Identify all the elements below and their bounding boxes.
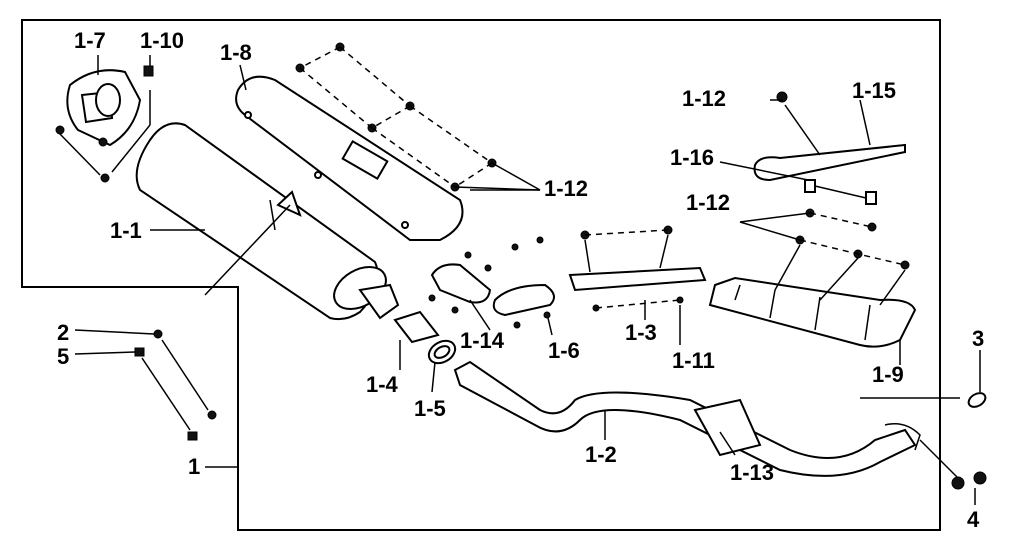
label-1-1: 1-1 (110, 218, 142, 243)
heat-shield-bolts (295, 42, 497, 192)
label-1-13: 1-13 (730, 460, 774, 485)
heat-shield-part-1-8 (235, 75, 464, 241)
leader-lines (74, 55, 981, 505)
label-1-11: 1-11 (672, 348, 715, 373)
label-1-12-b: 1-12 (682, 86, 726, 111)
washers-part-2-5 (134, 329, 217, 441)
label-2: 2 (57, 320, 69, 345)
label-1: 1 (188, 454, 200, 479)
bolts-part-1-16 (804, 179, 877, 205)
label-1-5: 1-5 (414, 396, 446, 421)
label-1-6: 1-6 (548, 338, 580, 363)
label-1-16: 1-16 (670, 145, 714, 170)
heat-guard-part-1-9 (708, 244, 917, 348)
label-4: 4 (967, 507, 980, 532)
label-1-3: 1-3 (625, 320, 657, 345)
bolt-part-1-10 (111, 65, 154, 173)
pipe-shield-part-1-3 (568, 225, 707, 312)
label-1-8: 1-8 (220, 40, 252, 65)
muffler-body-part (135, 122, 400, 321)
nuts-part-1-12 (795, 208, 910, 270)
label-1-2: 1-2 (585, 442, 617, 467)
sleeve-part-1-4 (393, 310, 440, 344)
label-1-12-a: 1-12 (544, 176, 588, 201)
label-5: 5 (57, 344, 69, 369)
label-1-10: 1-10 (140, 28, 184, 53)
gasket-part-1-5 (427, 339, 457, 365)
label-1-14: 1-14 (460, 328, 505, 353)
end-cap-part (55, 69, 142, 183)
diagram-frame (21, 19, 941, 531)
label-1-7: 1-7 (74, 28, 106, 53)
label-1-9: 1-9 (872, 362, 904, 387)
shield-plate-part-1-15 (753, 91, 906, 182)
clamp-part-1-6 (492, 236, 555, 329)
label-1-12-c: 1-12 (686, 190, 730, 215)
gasket-part-3 (967, 392, 987, 408)
label-1-4: 1-4 (366, 372, 399, 397)
clamp-part-1-14 (428, 251, 492, 314)
label-3: 3 (972, 326, 984, 351)
exhaust-pipe-part-1-2 (453, 360, 987, 490)
label-1-15: 1-15 (852, 78, 896, 103)
